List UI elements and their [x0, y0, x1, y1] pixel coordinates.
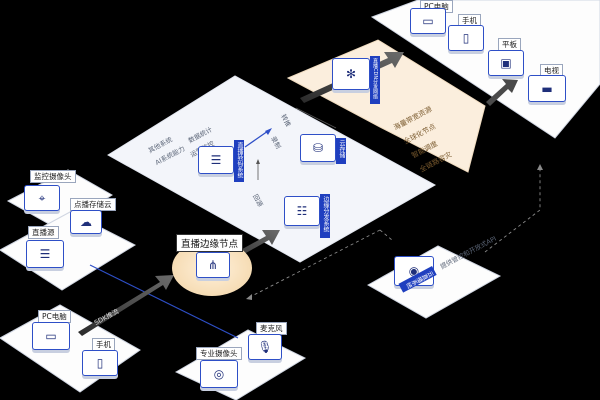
camera-icon: ⌖ [38, 191, 46, 205]
arrow-cdn-to-devices [486, 79, 518, 106]
source-label-live: 直播源 [28, 226, 59, 239]
source-phone[interactable]: ▯ [82, 350, 118, 376]
source-pro-camera[interactable]: ◎ [200, 360, 238, 388]
cloud-mgmt-platform [366, 245, 502, 319]
phone-icon-2: ▯ [96, 356, 104, 370]
cdn-tag: 直播CDN分发网络 [370, 56, 380, 104]
arrow-push [78, 275, 174, 336]
tv-icon: ▬ [541, 81, 553, 96]
server-icon: ☰ [210, 153, 222, 167]
source-label-pro-camera: 专业摄像头 [196, 347, 242, 360]
cloud-icon: ☁ [80, 215, 92, 229]
tablet-icon: ▣ [500, 56, 512, 70]
video-camera-icon: ◎ [213, 367, 225, 381]
server-stack-icon: ☷ [296, 204, 308, 218]
source-label-camera: 监控摄像头 [30, 170, 76, 183]
monitor-icon: ▭ [45, 329, 57, 343]
computer-icon: ▭ [422, 14, 434, 28]
nodes-icon: ⋔ [207, 258, 219, 272]
cloud-storage-tag: 云存储 [336, 138, 346, 164]
device-tablet[interactable]: ▣ [488, 50, 524, 76]
device-pc[interactable]: ▭ [410, 8, 446, 34]
edge-distribution-tag: 边缘分发系统 [320, 194, 330, 238]
device-tv[interactable]: ▬ [528, 75, 566, 102]
network-icon: ✻ [345, 67, 357, 81]
edge-node-label: 直播边缘节点 [176, 234, 244, 252]
left-source-platform-2 [0, 211, 137, 291]
platform-area [107, 75, 437, 263]
source-mic[interactable]: 🎙 [248, 334, 282, 360]
edge-node[interactable]: ⋔ [196, 252, 230, 278]
live-transcode-tag: 直播转码系统 [234, 140, 244, 182]
devices-top-platform [370, 0, 600, 139]
source-vod-cloud[interactable]: ☁ [70, 210, 102, 234]
source-camera[interactable]: ⌖ [24, 185, 60, 211]
disc-icon: ◉ [408, 264, 420, 278]
microphone-icon: 🎙 [257, 340, 273, 354]
database-icon: ⛁ [312, 141, 324, 155]
source-live[interactable]: ☰ [26, 240, 64, 268]
source-pc[interactable]: ▭ [32, 322, 70, 350]
edge-distribution-system[interactable]: ☷ [284, 196, 320, 226]
bottom-source-platform [174, 329, 307, 400]
server-icon-2: ☰ [39, 247, 51, 261]
device-phone[interactable]: ▯ [448, 25, 484, 51]
cloud-storage[interactable]: ⛁ [300, 134, 336, 162]
live-transcode-system[interactable]: ☰ [198, 146, 234, 174]
phone-icon: ▯ [462, 31, 470, 45]
cdn-node[interactable]: ✻ [332, 58, 370, 90]
